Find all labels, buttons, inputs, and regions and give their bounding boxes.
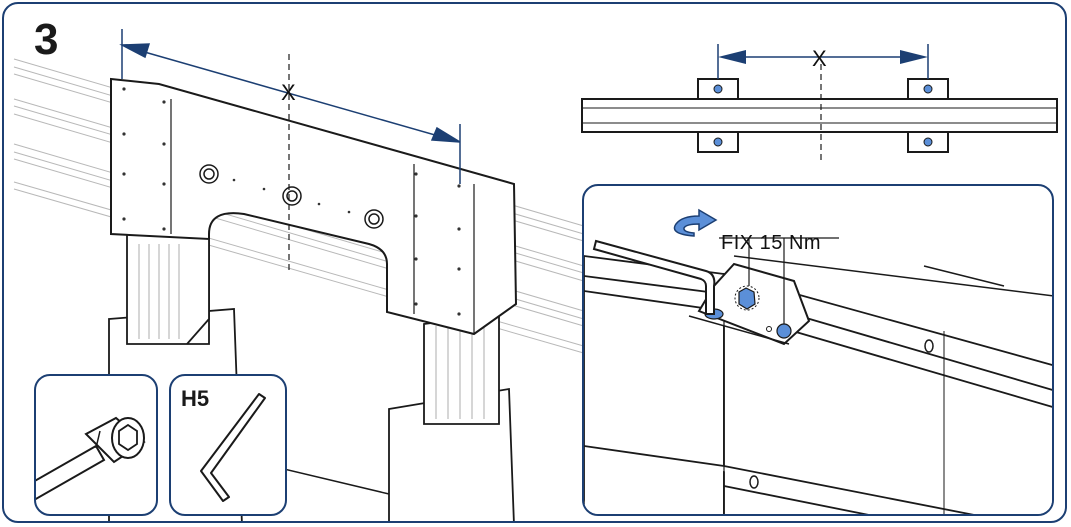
- schematic-dimension-label: X: [812, 46, 827, 71]
- tool-size-label: H5: [181, 386, 210, 411]
- crossbar-dimension-label: X: [281, 80, 296, 105]
- torque-spec-label: FIX 15 Nm: [721, 232, 822, 254]
- crossbar-dimension: [119, 29, 461, 184]
- torque-detail-callout: FIX 15 Nm: [582, 184, 1054, 516]
- mounting-dots: [122, 87, 461, 316]
- hex-key-callout: H5: [169, 374, 287, 516]
- rotate-arrow-icon: [673, 208, 718, 237]
- hex-key-icon: [200, 393, 266, 502]
- torque-detail-drawing: [584, 208, 1052, 514]
- crossbar: [110, 77, 518, 336]
- crossbar-holes: [199, 164, 384, 229]
- socket-bolt-callout: [34, 374, 158, 516]
- step-number: 3: [34, 15, 59, 64]
- right-leg: [388, 312, 515, 521]
- top-view-schematic: [581, 44, 1058, 164]
- socket-bolt-icon: [36, 416, 146, 501]
- hex-key-tool: [592, 239, 716, 315]
